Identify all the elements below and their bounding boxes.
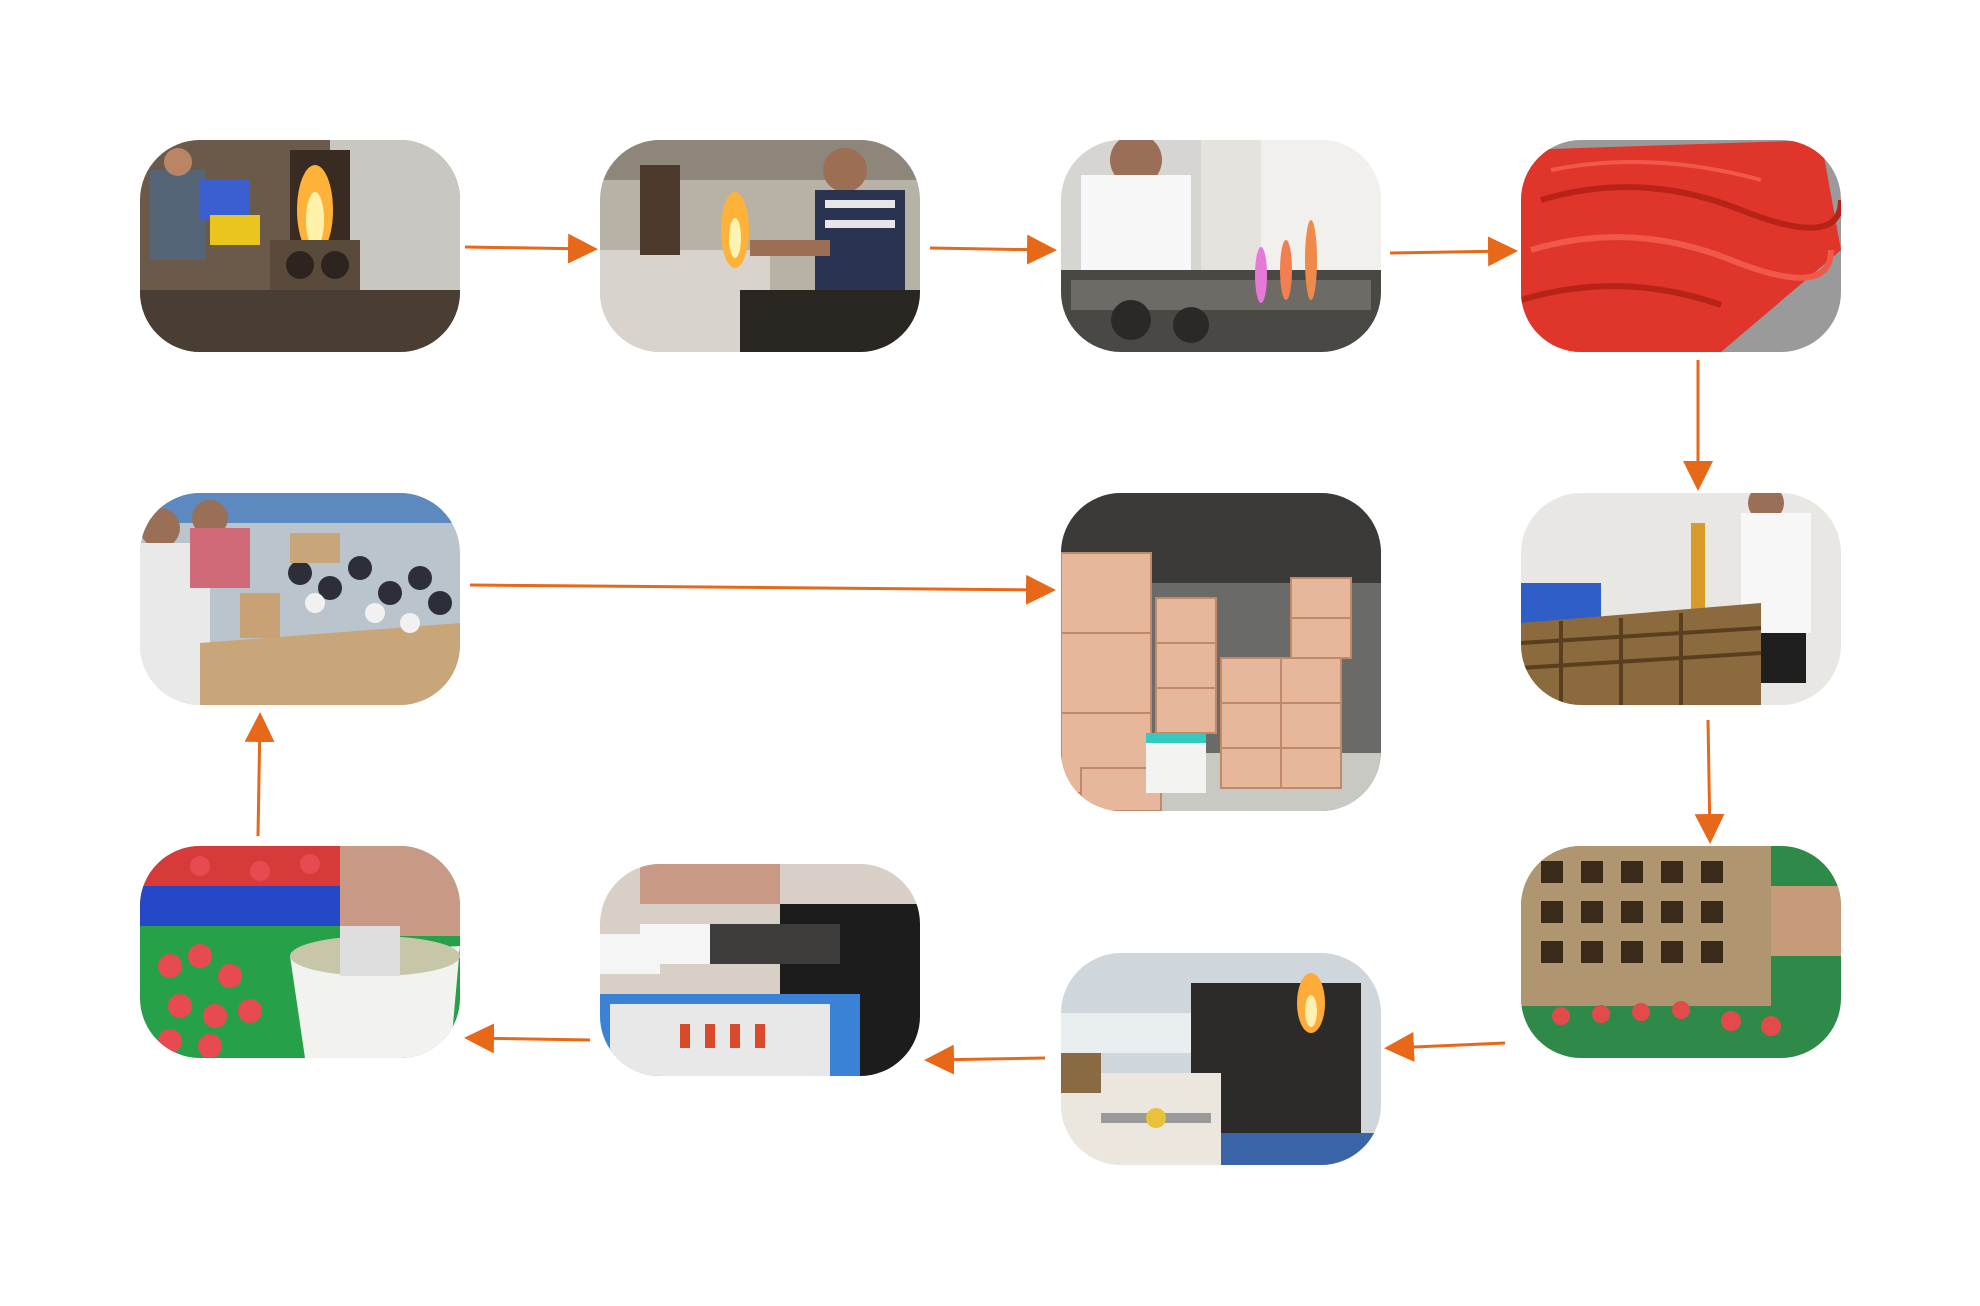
arrow-6-to-7 (1384, 1031, 1506, 1062)
step-wax-pouring-photo (1521, 493, 1841, 705)
step-packing-photo (140, 493, 460, 705)
arrow-10-to-11 (469, 574, 1056, 605)
step-cleaning-bucket-photo (140, 846, 460, 1058)
arrow-8-to-9 (464, 1023, 591, 1054)
step-decal-printing-photo (600, 864, 920, 1076)
arrow-3-to-4 (1389, 236, 1518, 267)
step-torch-shaping-photo (600, 140, 920, 352)
step-warehouse-photo (1061, 493, 1381, 811)
step-flame-machine-photo (1061, 140, 1381, 352)
arrow-1-to-2 (464, 233, 598, 264)
arrow-2-to-3 (929, 234, 1057, 265)
step-red-wax-powder-photo (1521, 140, 1841, 352)
arrow-5-to-6 (1694, 719, 1725, 844)
step-flame-polishing-photo (1061, 953, 1381, 1165)
step-glass-furnace-photo (140, 140, 460, 352)
arrow-7-to-8 (924, 1044, 1046, 1075)
arrow-9-to-10 (244, 712, 275, 837)
step-cooling-rack-photo (1521, 846, 1841, 1058)
